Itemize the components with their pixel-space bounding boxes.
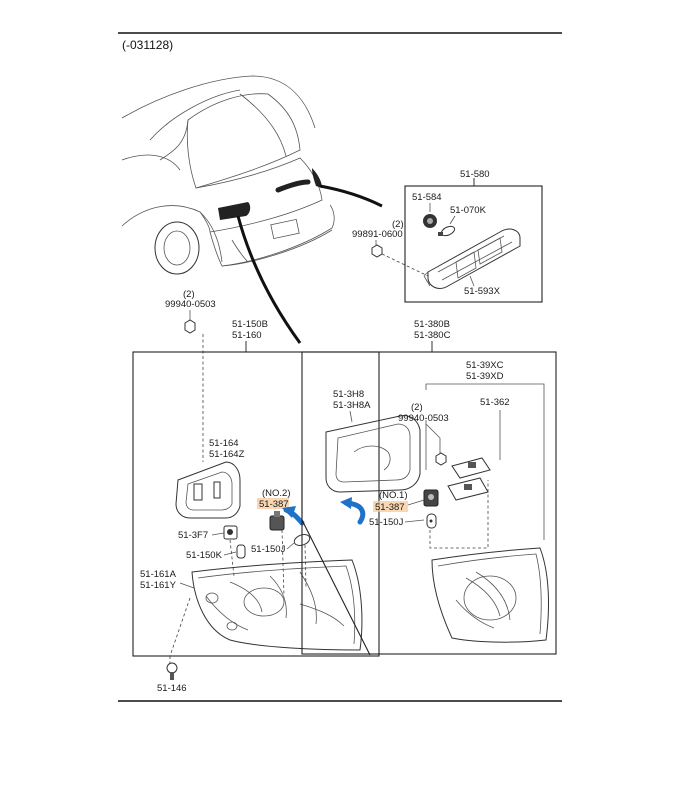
bulb-icon-150j-right bbox=[426, 513, 437, 529]
bracket-39x bbox=[425, 383, 545, 540]
label-no-1: (NO.1) bbox=[379, 490, 408, 501]
label-51-161y: 51-161Y bbox=[140, 580, 177, 591]
rear-combination-lamp-left-icon bbox=[191, 559, 363, 651]
label-51-387-left: 51-387 bbox=[259, 499, 289, 510]
label-51-584: 51-584 bbox=[412, 192, 442, 203]
blue-arrow-left-head-icon bbox=[282, 506, 296, 518]
socket-icon-3f7 bbox=[223, 525, 238, 540]
label-51-3h8: 51-3H8 bbox=[333, 389, 364, 400]
label-51-146: 51-146 bbox=[157, 683, 187, 694]
label-51-3f7: 51-3F7 bbox=[178, 530, 208, 541]
label-51-160: 51-160 bbox=[232, 330, 262, 341]
blue-arrow-right-head-icon bbox=[340, 497, 352, 509]
label-99940-0503-left: 99940-0503 bbox=[165, 299, 216, 310]
socket-icon bbox=[423, 214, 437, 228]
left-lamp-group: (2) 99940-0503 51-150B 51-160 51-164 51-… bbox=[132, 289, 380, 694]
nut-icon-left bbox=[184, 319, 196, 334]
label-99940-0503-right: 99940-0503 bbox=[398, 413, 449, 424]
car-tail-lamp-left-icon bbox=[218, 202, 251, 220]
leader-line-right bbox=[319, 184, 383, 208]
right-lamp-group: 51-380B 51-380C 51-3H8 51-3H8A 51-39XC 5… bbox=[301, 319, 557, 656]
connector-icon-362 bbox=[447, 457, 491, 501]
gasket-icon-right bbox=[325, 415, 421, 493]
label-51-39xd: 51-39XD bbox=[466, 371, 504, 382]
label-qty-2-top: (2) bbox=[392, 219, 404, 230]
label-qty-2-left: (2) bbox=[183, 289, 195, 300]
bulb-icon-150k bbox=[236, 544, 246, 559]
leader-line-left bbox=[236, 215, 302, 344]
car-illustration bbox=[121, 75, 335, 275]
label-51-3h8a: 51-3H8A bbox=[333, 400, 371, 411]
highlight-51-387-right bbox=[373, 501, 408, 512]
label-51-362: 51-362 bbox=[480, 397, 510, 408]
applicability-code: (-031128) bbox=[122, 38, 173, 52]
label-51-070k: 51-070K bbox=[450, 205, 487, 216]
label-51-161a: 51-161A bbox=[140, 569, 177, 580]
label-no-2: (NO.2) bbox=[262, 488, 291, 499]
screw-icon-146 bbox=[166, 662, 178, 680]
label-51-150b: 51-150B bbox=[232, 319, 268, 330]
right-box-inner-edge bbox=[301, 460, 371, 656]
label-51-150j-left: 51-150J bbox=[251, 544, 286, 555]
socket-icon-left bbox=[269, 511, 285, 531]
socket-icon-right bbox=[423, 489, 439, 507]
label-51-164: 51-164 bbox=[209, 438, 239, 449]
label-51-150j-right: 51-150J bbox=[369, 517, 404, 528]
gasket-icon-left bbox=[175, 461, 241, 519]
label-qty-2-right: (2) bbox=[411, 402, 423, 413]
bulb-icon bbox=[438, 225, 456, 237]
label-51-593x: 51-593X bbox=[464, 286, 501, 297]
label-51-380c: 51-380C bbox=[414, 330, 451, 341]
label-51-380b: 51-380B bbox=[414, 319, 450, 330]
hm-lamp-box bbox=[404, 185, 543, 303]
label-99891-0600: 99891-0600 bbox=[352, 229, 403, 240]
nut-icon-right bbox=[435, 452, 447, 466]
label-51-164z: 51-164Z bbox=[209, 449, 245, 460]
label-51-580: 51-580 bbox=[460, 169, 490, 180]
label-51-387-right: 51-387 bbox=[375, 502, 405, 513]
nut-icon-top bbox=[371, 244, 383, 258]
label-51-150k: 51-150K bbox=[186, 550, 223, 561]
label-51-39xc: 51-39XC bbox=[466, 360, 504, 371]
hm-stop-lamp-icon bbox=[423, 228, 521, 289]
hm-stop-lamp-group: 51-580 51-584 51-070K 51-593X (2) 99891-… bbox=[352, 169, 543, 303]
rear-lamp-right-icon bbox=[431, 547, 549, 643]
car-tail-lamp-right-icon bbox=[312, 168, 322, 188]
highlight-51-387-left bbox=[257, 498, 289, 509]
